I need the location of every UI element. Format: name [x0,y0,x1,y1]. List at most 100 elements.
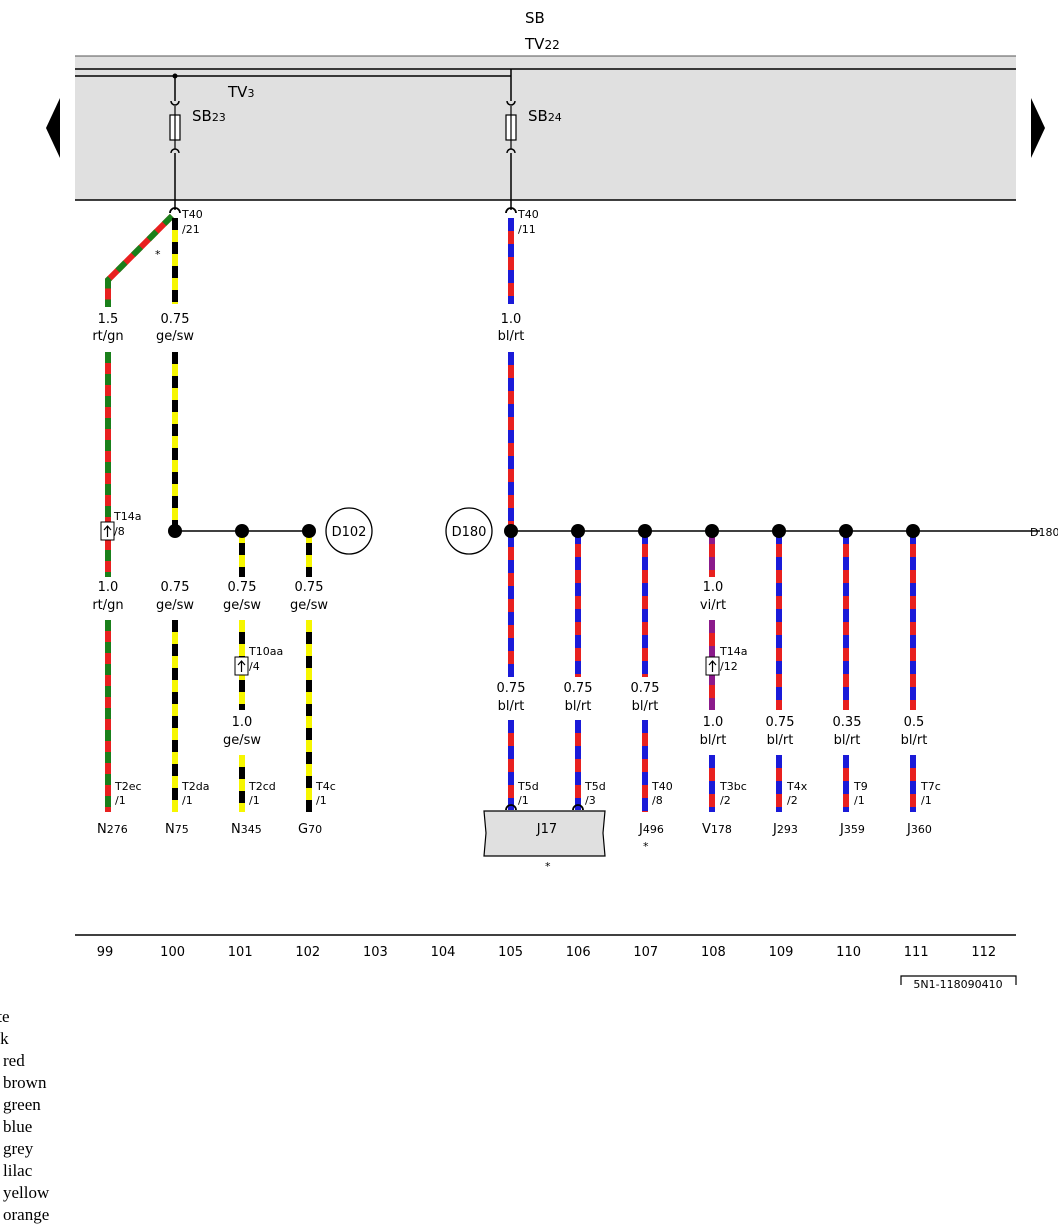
ruler-track-109: 109 [769,945,794,960]
ruler-track-111: 111 [904,945,929,960]
fuse-label-sb24: SB24 [528,107,562,125]
component-j496: J496 [638,822,664,837]
wire-101-mid-size: 0.75 [228,580,257,595]
asterisk-j17: * [545,860,551,873]
t14a-12-pin: /12 [720,660,738,673]
legend-entry: brown [3,1073,47,1092]
wire-105-low-size: 0.75 [497,681,526,696]
ruler-track-106: 106 [566,945,591,960]
wire-109-low-size: 0.75 [766,715,795,730]
legend-entry: = black [0,1029,9,1048]
wire-108-low-color: bl/rt [700,733,727,748]
fuse-label-sb23: SB23 [192,107,226,125]
component-j17-label: J17 [536,822,557,837]
terminal-107-pin: /8 [652,794,663,807]
terminal-109-pin: /2 [787,794,798,807]
wire-99-top-size: 1.5 [98,312,119,327]
junction-dots [168,524,920,538]
junction-d180 [445,507,493,555]
ruler-track-103: 103 [363,945,388,960]
connector-t40-11-pin: /11 [518,223,536,236]
legend-entry: red [3,1051,25,1070]
ruler-track-101: 101 [228,945,253,960]
asterisk-j496: * [643,840,649,853]
connector-t40-11-symbol [505,207,517,214]
terminal-99-label: T2ec [114,780,142,793]
ruler-track-110: 110 [836,945,861,960]
t14a-8-label: T14a [113,510,141,523]
ruler-track-105: 105 [498,945,523,960]
terminal-101-label: T2cd [248,780,276,793]
component-j293: J293 [772,822,798,837]
t14a-8-pin: /8 [114,525,125,538]
wire-105-top-size: 1.0 [501,312,522,327]
ruler-track-112: 112 [971,945,996,960]
terminal-105-label: T5d [517,780,539,793]
terminal-107-label: T40 [651,780,673,793]
nav-right-arrow-icon[interactable] [1031,98,1045,158]
wire-111-low-color: bl/rt [901,733,928,748]
box-label-tv3: TV3 [227,83,254,101]
component-j360: J360 [906,822,932,837]
terminal-110-label: T9 [853,780,868,793]
wire-102-mid-size: 0.75 [295,580,324,595]
component-n345: N345 [231,822,262,837]
wire-110-low-size: 0.35 [833,715,862,730]
component-j359: J359 [839,822,865,837]
ruler-track-102: 102 [295,945,320,960]
wire-99-diagonal [105,213,175,307]
inline-connector-t14a-8 [100,521,115,541]
terminal-99-pin: /1 [115,794,126,807]
wire-100-mid-color: ge/sw [156,598,194,613]
terminal-110-pin: /1 [854,794,865,807]
component-n75: N75 [165,822,189,837]
wire-111-low-size: 0.5 [904,715,925,730]
fuse-box [75,56,1016,200]
wire-100-top-size: 0.75 [161,312,190,327]
wire-100-top-color: ge/sw [156,329,194,344]
legend-entry: grey [3,1139,34,1158]
ruler-track-99: 99 [97,945,114,960]
code-box [900,975,1017,985]
edge-reference-d180: D180 [1030,526,1058,539]
junction-d102 [325,507,373,555]
terminal-105-pin: /1 [518,794,529,807]
color-legend: = white= blackredbrowngreenbluegreylilac… [0,1006,49,1226]
legend-entry: = white [0,1007,10,1026]
wire-106-low-color: bl/rt [565,699,592,714]
terminal-102-pin: /1 [316,794,327,807]
legend-entry: green [3,1095,41,1114]
junction-d180-label: D180 [452,525,487,540]
legend-entry: orange [3,1205,50,1224]
t10aa-pin: /4 [249,660,260,673]
terminal-111-label: T7c [920,780,941,793]
terminal-100-label: T2da [181,780,209,793]
wire-99-mid-color: rt/gn [92,598,123,613]
terminal-101-pin: /1 [249,794,260,807]
component-v178: V178 [702,822,732,837]
terminal-111-pin: /1 [921,794,932,807]
wire-106-low-size: 0.75 [564,681,593,696]
wire-105-low-color: bl/rt [498,699,525,714]
ruler-track-108: 108 [701,945,726,960]
asterisk-note: * [155,248,161,261]
terminal-108-label: T3bc [719,780,747,793]
diagram-code: 5N1-118090410 [913,978,1002,991]
wire-110-low-color: bl/rt [834,733,861,748]
ruler-track-104: 104 [431,945,456,960]
j17-pin1-symbol [505,804,517,811]
terminal-102-label: T4c [315,780,336,793]
wire-101-low-size: 1.0 [232,715,253,730]
connector-t40-11-label: T40 [517,208,539,221]
inline-connector-t10aa-4 [234,656,249,676]
wire-107-low-size: 0.75 [631,681,660,696]
terminal-109-label: T4x [786,780,808,793]
wire-101-low-color: ge/sw [223,733,261,748]
wire-102-mid-color: ge/sw [290,598,328,613]
wire-109-low-color: bl/rt [767,733,794,748]
wire-99-mid-size: 1.0 [98,580,119,595]
nav-left-arrow-icon[interactable] [46,98,60,158]
legend-entry: blue [3,1117,33,1136]
